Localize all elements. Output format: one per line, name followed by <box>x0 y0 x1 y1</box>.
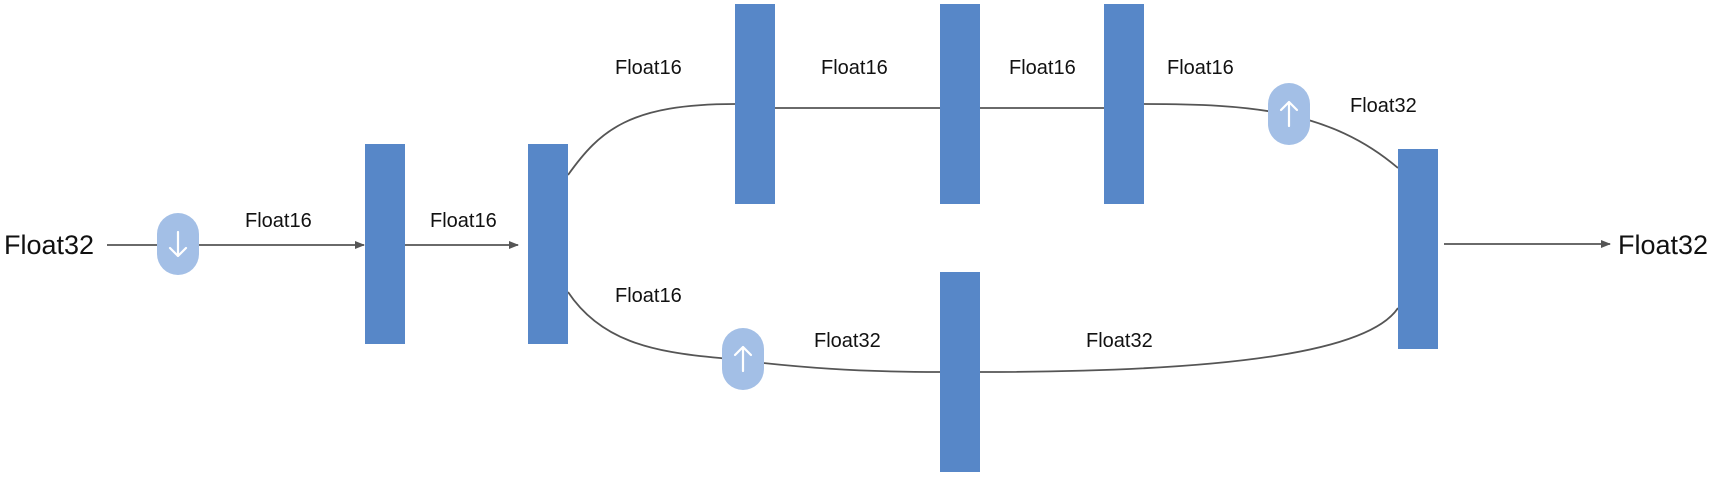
input-label: Float32 <box>4 230 94 260</box>
edge-label-bottom-branch-start: Float16 <box>615 285 682 307</box>
edge-label-top-mid-1: Float16 <box>821 57 888 79</box>
layer-1 <box>365 144 405 344</box>
edge-top-branch-start <box>567 103 736 176</box>
edge-label-top-mid-2: Float16 <box>1009 57 1076 79</box>
edge-label-top-mid-3: Float16 <box>1167 57 1234 79</box>
layer-top-3 <box>1104 4 1144 204</box>
layer-bottom <box>940 272 980 472</box>
edge-label-top-branch-start: Float16 <box>615 57 682 79</box>
arrow-up-icon <box>722 328 764 390</box>
arrow-up-icon <box>1268 83 1310 145</box>
edge-label-layer1-to-layer2: Float16 <box>430 210 497 232</box>
output-label: Float32 <box>1618 230 1708 260</box>
edge-bottom-branch-start <box>567 291 941 373</box>
layer-output <box>1398 149 1438 349</box>
layer-top-1 <box>735 4 775 204</box>
layer-2 <box>528 144 568 344</box>
arrow-down-icon <box>157 213 199 275</box>
edge-label-top-branch-end: Float32 <box>1350 95 1417 117</box>
edge-label-bottom-branch-end: Float32 <box>1086 330 1153 352</box>
edge-bottom-branch-end <box>979 307 1399 373</box>
edge-label-input-to-layer1: Float16 <box>245 210 312 232</box>
layer-top-2 <box>940 4 980 204</box>
edge-label-bottom-mid: Float32 <box>814 330 881 352</box>
